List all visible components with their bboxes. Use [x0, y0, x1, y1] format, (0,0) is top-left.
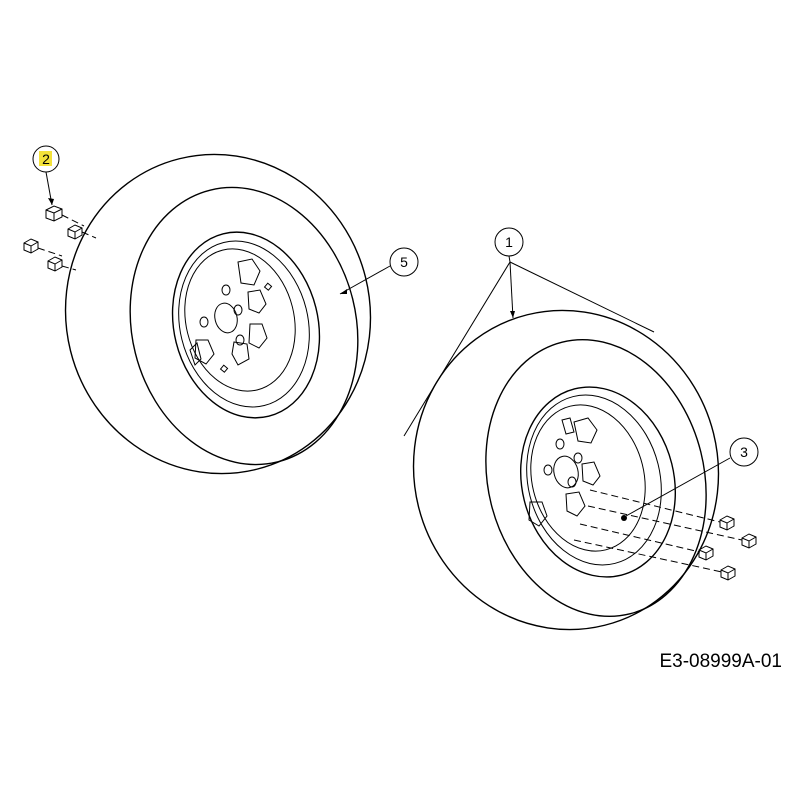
- right-rim-ring: [526, 394, 662, 566]
- lug-nut: [23, 238, 39, 254]
- lug-nut: [67, 224, 83, 240]
- callout-highlight: [39, 151, 52, 166]
- valve-stem: [621, 515, 627, 521]
- left-tire-outer: [64, 153, 372, 475]
- right-stud-holes: [543, 438, 583, 488]
- right-tire-outer: [412, 309, 720, 631]
- left-rim-ring: [178, 240, 310, 408]
- callout-5-label: 5: [400, 254, 408, 270]
- right-wheel-assembly: [412, 309, 720, 631]
- right-tire-sidewall: [485, 338, 707, 618]
- right-hub: [553, 455, 579, 489]
- right-lug-nuts: [573, 489, 757, 581]
- lug-nut: [47, 256, 63, 272]
- drawing-number: E3-08999A-01: [659, 651, 782, 672]
- left-rim-outer: [171, 231, 321, 419]
- left-tire-sidewall: [129, 186, 359, 466]
- right-wheel-openings: [528, 417, 601, 527]
- lug-nut: [719, 515, 735, 531]
- callout-2-label: 2: [42, 151, 50, 167]
- callout-1-label: 1: [505, 234, 513, 250]
- lug-nut: [741, 533, 757, 549]
- callout-2: 2: [32, 145, 60, 206]
- lug-nut: [698, 545, 714, 561]
- right-rim-outer: [519, 386, 677, 578]
- callout-3-label: 3: [740, 444, 748, 460]
- callout-5: 5: [339, 247, 419, 295]
- left-stud-holes: [199, 282, 273, 373]
- left-hub: [214, 302, 238, 334]
- left-wheel-assembly: [64, 153, 372, 475]
- left-rim-inner: [184, 248, 296, 392]
- lug-nuts-part-2: [23, 205, 97, 272]
- lug-nut: [45, 205, 63, 222]
- right-rim-inner: [530, 404, 646, 552]
- callout-1: 1: [403, 227, 655, 437]
- lug-nut: [720, 565, 736, 581]
- callout-3: 3: [625, 437, 759, 517]
- left-wheel-openings: [189, 258, 268, 366]
